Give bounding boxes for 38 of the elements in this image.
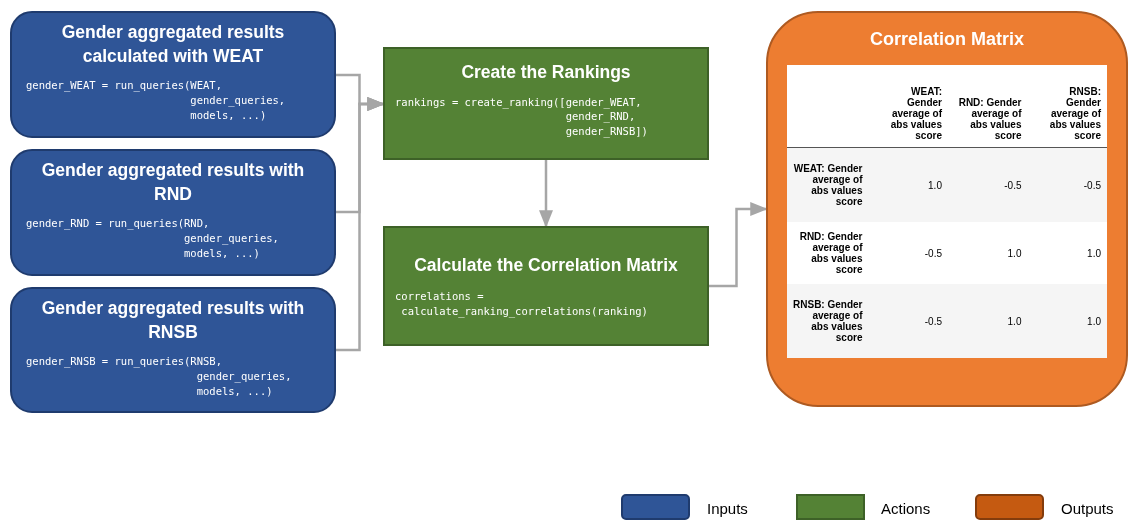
column-header: RNSB: Gender average of abs values score [1027, 65, 1107, 148]
correlation-value: 1.0 [868, 147, 948, 223]
correlation-value: -0.5 [868, 284, 948, 359]
connector-arrow [539, 160, 553, 228]
input-box [10, 11, 336, 138]
input-box [10, 287, 336, 413]
input-box [10, 149, 336, 276]
correlation-value: -0.5 [947, 147, 1028, 223]
correlation-value: 1.0 [947, 284, 1028, 359]
connector-arrow [709, 202, 768, 288]
output-box [766, 11, 1128, 407]
code-snippet: rankings = create_ranking([gender_WEAT, gender_RND, gender_RNSB]) [395, 94, 648, 139]
code-snippet: correlations = calculate_ranking_correlations(ranking) [395, 289, 648, 319]
correlation-value: 1.0 [1027, 222, 1107, 285]
box-title: Calculate the Correlation Matrix [413, 253, 679, 277]
legend-label: Outputs [1061, 500, 1114, 517]
connector-arrow [336, 97, 385, 352]
row-header: RNSB: Gender average of abs values score [787, 284, 869, 359]
action-box [383, 47, 709, 160]
correlation-value: -0.5 [868, 222, 948, 285]
box-title: Correlation Matrix [869, 28, 1025, 51]
code-snippet: gender_RNSB = run_queries(RNSB, gender_queries, models, ...) [26, 354, 292, 399]
column-header: WEAT: Gender average of abs values score [868, 65, 948, 148]
action-box [383, 226, 709, 346]
code-snippet: gender_WEAT = run_queries(WEAT, gender_queries, models, ...) [26, 78, 286, 123]
row-header: RND: Gender average of abs values score [787, 222, 869, 285]
legend-label: Inputs [707, 500, 748, 517]
box-title: Gender aggregated results with RNSB [40, 297, 306, 344]
correlation-value: 1.0 [947, 222, 1028, 285]
correlation-value: -0.5 [1027, 147, 1107, 223]
legend-label: Actions [881, 500, 931, 517]
row-header: WEAT: Gender average of abs values score [787, 147, 869, 223]
code-snippet: gender_RND = run_queries(RND, gender_queries, models, ...) [26, 216, 279, 261]
correlation-value: 1.0 [1027, 284, 1107, 359]
box-title: Gender aggregated results with RND [40, 159, 306, 206]
box-title: Gender aggregated results calculated with WEAT [60, 21, 286, 68]
column-header: RND: Gender average of abs values score [947, 65, 1028, 148]
box-title: Create the Rankings [460, 61, 632, 84]
